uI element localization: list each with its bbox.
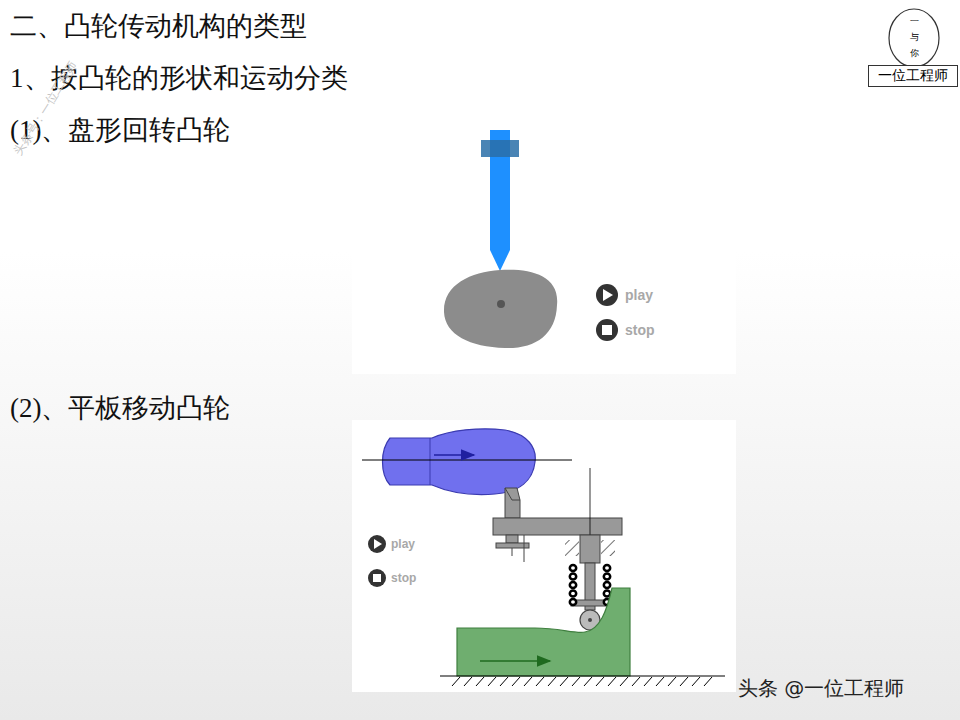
ground-hatch (704, 677, 712, 686)
button-label: play (625, 287, 653, 303)
subheading: (2)、平板移动凸轮 (10, 390, 230, 426)
ground-hatch (680, 677, 688, 686)
logo-circle: 一与你 (888, 8, 940, 68)
spring-coil (604, 574, 610, 580)
slide-title: 二、凸轮传动机构的类型 (10, 8, 307, 44)
ground-hatch (644, 677, 652, 686)
ground-hatch (608, 677, 616, 686)
ground-hatch (656, 677, 664, 686)
ground-hatch (560, 677, 568, 686)
spring-coil (570, 582, 576, 588)
button-label: stop (625, 322, 655, 338)
ground-hatch (548, 677, 556, 686)
spring-coil (604, 591, 610, 597)
button-label: play (391, 537, 415, 551)
spring-coil (604, 582, 610, 588)
ground-hatch (536, 677, 544, 686)
logo-box: 一位工程师 (868, 65, 958, 87)
logo-text: 你 (888, 49, 940, 59)
spring-coil (604, 565, 610, 571)
spring-coil (570, 574, 576, 580)
ground-hatch (464, 677, 472, 686)
ground-hatch (476, 677, 484, 686)
ground-hatch (620, 677, 628, 686)
button-label: stop (391, 571, 416, 585)
panel (352, 108, 736, 374)
ground-hatch (596, 677, 604, 686)
ground-hatch (584, 677, 592, 686)
ground-hatch (572, 677, 580, 686)
logo-text: 与 (888, 33, 940, 43)
logo-text: 一位工程师 (873, 67, 953, 85)
spring-coil (570, 599, 576, 605)
footer-credit: 头条 @一位工程师 (738, 675, 904, 702)
ground-hatch (692, 677, 700, 686)
ground-hatch (512, 677, 520, 686)
plate-cam-figure (362, 429, 725, 686)
ground-hatch (500, 677, 508, 686)
ground-hatch (632, 677, 640, 686)
ground-hatch (668, 677, 676, 686)
panel (352, 420, 736, 692)
spring-coil (570, 565, 576, 571)
ground-hatch (452, 677, 460, 686)
ground-hatch (524, 677, 532, 686)
spring-coil (570, 591, 576, 597)
ground-hatch (488, 677, 496, 686)
logo-text: 一 (888, 17, 940, 27)
disc-cam-figure (444, 130, 618, 348)
